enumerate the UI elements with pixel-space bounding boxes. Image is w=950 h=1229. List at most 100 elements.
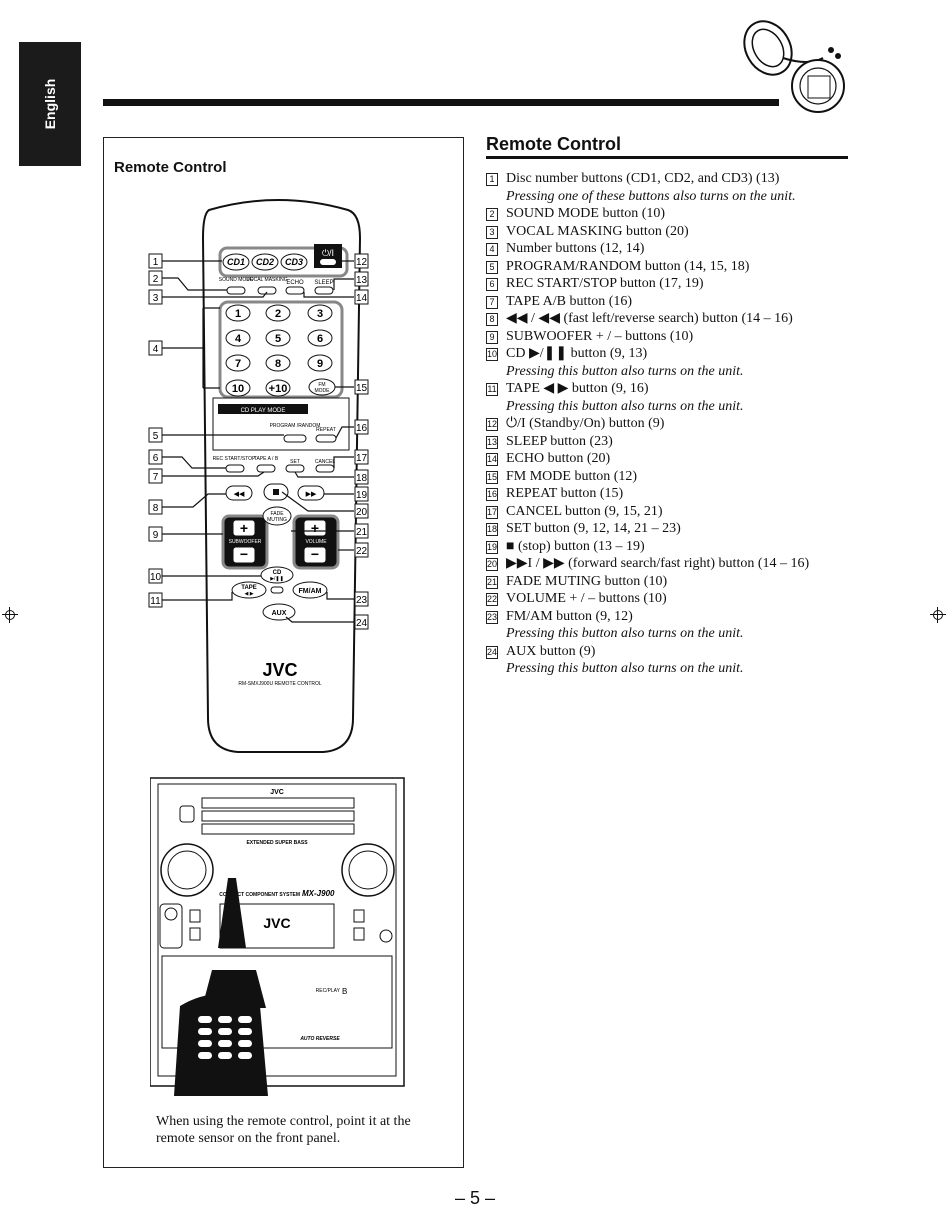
number-button-8[interactable]: 8 — [265, 354, 291, 372]
reverse-search-button[interactable]: ◀◀ — [225, 485, 253, 501]
volume-plus-button[interactable]: + — [303, 519, 327, 537]
callout-21: 21 — [354, 523, 369, 539]
item-text: REPEAT button (15) — [506, 486, 624, 501]
number-button-2[interactable]: 2 — [265, 304, 291, 322]
mini-remote-button — [218, 1052, 232, 1059]
callout-23: 23 — [354, 591, 369, 607]
callout-3: 3 — [148, 289, 163, 305]
language-label: English — [42, 78, 58, 130]
volume-minus-button[interactable]: − — [303, 546, 327, 564]
number-button-1[interactable]: 1 — [225, 304, 251, 322]
svg-text:−: − — [311, 546, 319, 562]
svg-text:20: 20 — [356, 507, 368, 518]
left-panel-title: Remote Control — [114, 159, 227, 176]
svg-text:8: 8 — [275, 358, 281, 370]
number-button-3[interactable]: 3 — [307, 304, 333, 322]
number-button-9[interactable]: 9 — [307, 354, 333, 372]
callout-17: 17 — [354, 449, 369, 465]
item-number: 22 — [486, 593, 498, 606]
number-button-5[interactable]: 5 — [265, 329, 291, 347]
forward-search-button[interactable]: ▶▶ — [297, 485, 325, 501]
number-button-6[interactable]: 6 — [307, 329, 333, 347]
aux-button[interactable]: AUX — [262, 603, 296, 621]
left-knob[interactable] — [160, 843, 214, 897]
cd1-button[interactable]: CD1 — [222, 253, 250, 271]
rec-start-stop-label: REC START/STOP — [213, 456, 256, 462]
svg-text:24: 24 — [356, 618, 368, 629]
unit-bass-label: EXTENDED SUPER BASS — [246, 840, 308, 846]
sound-mode-button[interactable] — [226, 286, 246, 295]
unit-power-button[interactable] — [179, 805, 195, 823]
cd-play-mode-label: CD PLAY MODE — [241, 408, 286, 414]
vocal-masking-button[interactable] — [257, 286, 277, 295]
svg-text:▶/❚❚: ▶/❚❚ — [270, 576, 284, 582]
tape-ab-label: TAPE A / B — [254, 456, 279, 462]
svg-text:CD: CD — [273, 570, 282, 576]
number-button-11[interactable]: +10 — [265, 379, 291, 397]
echo-button[interactable] — [285, 286, 305, 295]
item-text: SOUND MODE button (10) — [506, 206, 666, 221]
svg-text:23: 23 — [356, 595, 368, 606]
svg-text:3: 3 — [317, 308, 323, 320]
item-text: ⏻/I (Standby/On) button (9) — [506, 416, 665, 431]
svg-text:−: − — [240, 546, 248, 562]
callout-16: 16 — [354, 419, 369, 435]
cd3-button[interactable]: CD3 — [280, 253, 308, 271]
svg-text:10: 10 — [232, 383, 244, 395]
mini-remote-button — [238, 1052, 252, 1059]
rec-start-stop-button[interactable] — [225, 464, 245, 473]
item-text: VOLUME + / – buttons (10) — [506, 591, 667, 606]
number-button-10[interactable]: 10 — [225, 379, 251, 397]
subwoofer-minus-button[interactable]: − — [232, 546, 256, 564]
item-number: 11 — [486, 383, 498, 396]
cancel-button[interactable] — [315, 464, 335, 473]
item-text: CD ▶/❚❚ button (9, 13) — [506, 346, 648, 361]
svg-text:22: 22 — [356, 546, 368, 557]
volume-knob[interactable] — [341, 843, 395, 897]
svg-text:12: 12 — [356, 257, 368, 268]
cd-play-pause-button[interactable]: CD▶/❚❚ — [260, 566, 294, 584]
list-item: 19■ (stop) button (13 – 19) — [486, 538, 846, 556]
program-random-label: PROGRAM /RANDOM — [270, 423, 321, 429]
item-number: 17 — [486, 505, 498, 519]
item-number: 1 — [486, 173, 498, 186]
unit-auto-reverse-label: AUTO REVERSE — [299, 1036, 340, 1042]
item-note: Pressing this button also turns on the u… — [506, 626, 744, 641]
item-text: Disc number buttons (CD1, CD2, and CD3) … — [506, 171, 780, 186]
svg-text:19: 19 — [356, 490, 368, 501]
vocal-masking-label: VOCAL MASKING — [246, 277, 287, 283]
tape-button[interactable]: TAPE◀ ▶ — [231, 581, 267, 599]
item-number: 24 — [486, 645, 498, 659]
standby-button[interactable]: ⏻/I — [314, 244, 342, 268]
program-random-button[interactable] — [283, 434, 307, 443]
stereo-unit-diagram: JVC EXTENDED SUPER BASS COMPACT COMPONEN… — [150, 777, 405, 1096]
callout-5: 5 — [148, 427, 163, 443]
number-button-7[interactable]: 7 — [225, 354, 251, 372]
item-number: 4 — [486, 243, 498, 256]
sleep-button[interactable] — [314, 286, 334, 295]
subwoofer-plus-button[interactable]: + — [232, 519, 256, 537]
svg-text:3: 3 — [153, 293, 159, 304]
repeat-button[interactable] — [315, 434, 337, 443]
fm-am-button[interactable]: FM/AM — [292, 581, 328, 599]
registration-mark-right-icon — [930, 607, 946, 623]
unit-brand-logo: JVC — [263, 915, 290, 931]
set-button[interactable] — [285, 464, 305, 473]
number-button-4[interactable]: 4 — [225, 329, 251, 347]
item-number: 14 — [486, 453, 498, 466]
svg-text:CD1: CD1 — [227, 257, 245, 267]
item-text: SLEEP button (23) — [506, 433, 613, 449]
stop-button[interactable] — [263, 483, 289, 501]
tape-ab-button[interactable] — [256, 464, 276, 473]
cd2-button[interactable]: CD2 — [251, 253, 279, 271]
svg-text:◀ ▶: ◀ ▶ — [244, 591, 253, 597]
svg-text:TAPE: TAPE — [241, 585, 257, 591]
